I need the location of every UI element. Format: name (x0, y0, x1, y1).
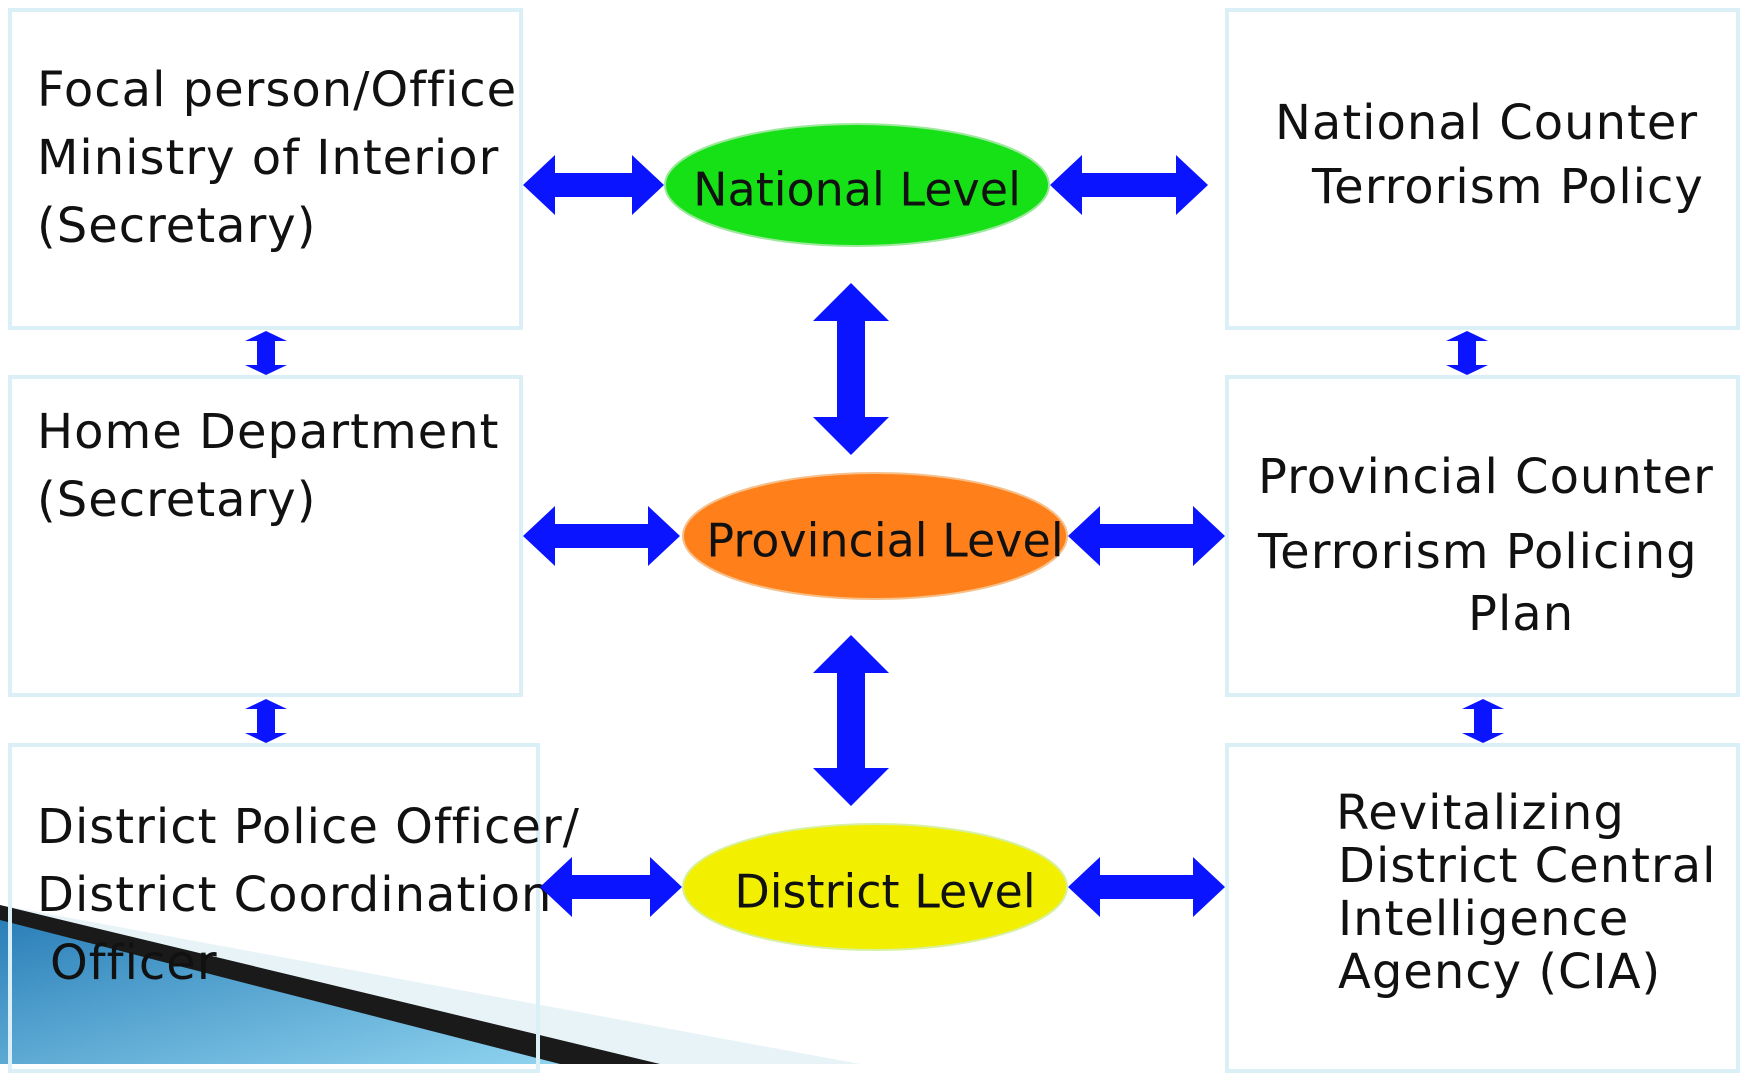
right-district-text-line4: Agency (CIA) (1338, 944, 1662, 1000)
arrow-provincial-district (813, 635, 889, 806)
arrow-national-right (1050, 155, 1208, 215)
left-district-text-line2: District Coordination (37, 867, 553, 923)
arrow-left-boxes-2 (245, 699, 287, 743)
arrow-right-boxes-2 (1462, 699, 1504, 743)
provincial-level-label: Provincial Level (706, 514, 1063, 568)
arrow-left-boxes-1 (245, 331, 287, 375)
arrow-national-provincial (813, 283, 889, 455)
left-national-text: Focal person/Office Ministry of Interior… (37, 62, 518, 254)
national-level-ellipse (664, 123, 1050, 247)
right-national-box (1225, 8, 1740, 330)
left-national-box (8, 8, 523, 330)
right-provincial-text-line3: Plan (1468, 586, 1575, 642)
left-provincial-text: Home Department (Secretary) (37, 404, 500, 528)
right-district-text-line1: Revitalizing (1336, 785, 1625, 841)
right-provincial-box (1225, 375, 1740, 697)
right-provincial-text-line2: Terrorism Policing (1258, 524, 1698, 580)
arrow-left-district (540, 857, 682, 917)
left-district-text-line3: Officer (50, 935, 218, 991)
arrow-provincial-right (1068, 506, 1225, 566)
right-provincial-text-line1: Provincial Counter (1258, 449, 1714, 505)
district-level-ellipse (682, 823, 1068, 951)
national-level-label: National Level (693, 163, 1021, 217)
district-level-label: District Level (734, 865, 1035, 919)
arrow-right-boxes-1 (1446, 331, 1488, 375)
corner-blue-wedge (0, 920, 560, 1064)
left-district-text-line1: District Police Officer/ (37, 799, 580, 855)
right-district-text-line2: District Central (1338, 838, 1717, 894)
provincial-level-ellipse (682, 472, 1068, 600)
arrow-left-national (523, 155, 664, 215)
left-provincial-box (8, 375, 523, 697)
right-district-text-line3: Intelligence (1338, 891, 1630, 947)
right-national-text-line1: National Counter (1275, 95, 1699, 151)
arrow-district-right (1068, 857, 1225, 917)
right-national-text-line2: Terrorism Policy (1312, 159, 1704, 215)
arrow-left-provincial (523, 506, 680, 566)
